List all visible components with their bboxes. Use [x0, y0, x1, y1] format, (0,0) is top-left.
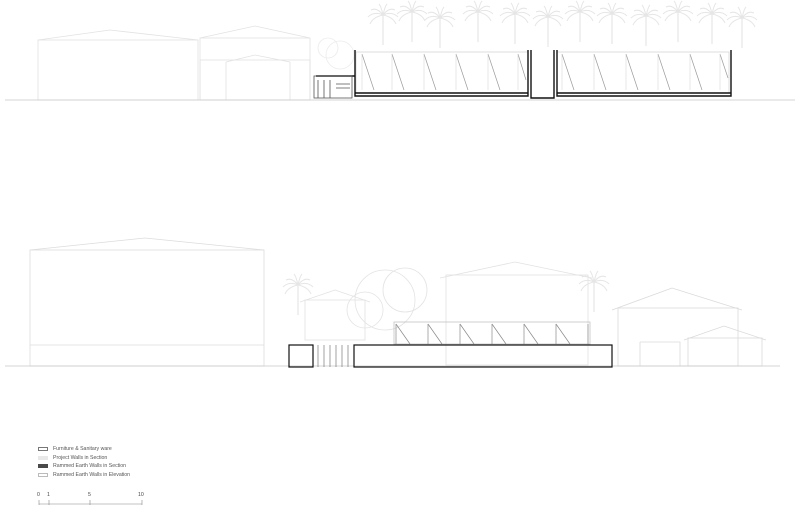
top-palm-trees	[317, 0, 758, 70]
bottom-project-building	[288, 321, 613, 368]
bottom-right-houses	[611, 287, 767, 367]
legend-label-furniture: Furniture & Sanitary ware	[53, 446, 112, 452]
legend-label-rammed-section: Rammed Earth Walls in Section	[53, 463, 127, 469]
legend-item-rammed-section: Rammed Earth Walls in Section	[38, 462, 130, 470]
scale-label-5: 5	[88, 492, 91, 498]
bottom-center-building	[299, 261, 593, 366]
legend-swatch-rammed-elevation	[38, 472, 48, 477]
legend: Furniture & Sanitary ware Project Walls …	[38, 445, 130, 479]
legend-item-furniture: Furniture & Sanitary ware	[38, 445, 130, 453]
scale-label-1: 1	[47, 492, 50, 498]
bottom-elevation	[5, 237, 780, 368]
legend-swatch-furniture	[38, 447, 48, 451]
top-background-buildings	[37, 25, 311, 101]
bottom-left-building	[29, 237, 265, 367]
scale-label-10: 10	[138, 492, 144, 498]
legend-item-rammed-elevation: Rammed Earth Walls in Elevation	[38, 471, 130, 479]
top-section	[5, 0, 795, 101]
bottom-trees	[346, 267, 428, 331]
scale-bar	[38, 500, 143, 505]
legend-swatch-project-walls	[38, 455, 48, 460]
legend-swatch-rammed-section	[38, 464, 48, 468]
legend-item-project-walls: Project Walls in Section	[38, 454, 130, 462]
top-project-building	[313, 50, 732, 99]
legend-label-project-walls: Project Walls in Section	[53, 454, 108, 461]
legend-label-rammed-elevation: Rammed Earth Walls in Elevation	[53, 471, 131, 478]
scale-label-0: 0	[37, 492, 40, 498]
